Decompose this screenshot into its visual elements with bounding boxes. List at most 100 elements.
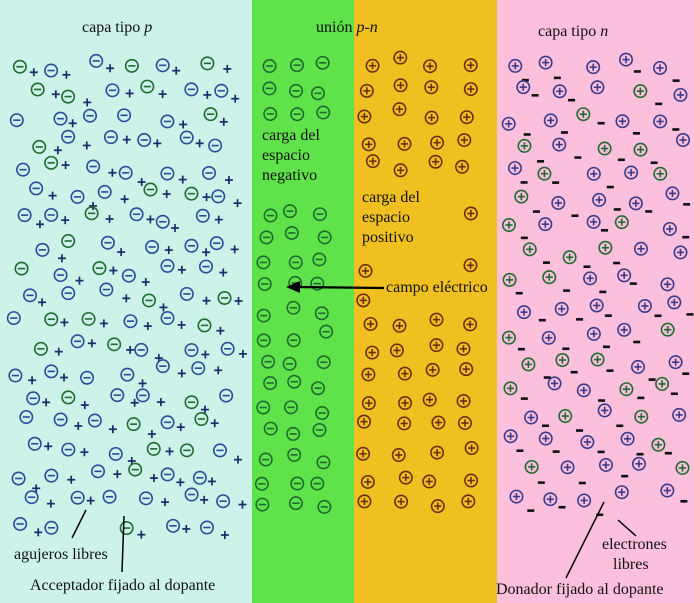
donor-ion bbox=[503, 429, 518, 444]
free-hole bbox=[141, 278, 150, 287]
free-hole bbox=[68, 119, 77, 128]
donor-ion bbox=[398, 470, 413, 485]
acceptor-ion bbox=[91, 464, 106, 479]
free-electron bbox=[602, 345, 610, 349]
acceptor-ion bbox=[197, 318, 212, 333]
donor-ion bbox=[555, 353, 570, 368]
free-electron bbox=[541, 424, 549, 428]
donor-ion bbox=[586, 326, 601, 341]
acceptor-ion bbox=[283, 400, 298, 415]
acceptor-ion bbox=[44, 520, 59, 535]
donor-ion bbox=[429, 312, 444, 327]
acceptor-ion bbox=[110, 388, 125, 403]
free-hole bbox=[126, 345, 135, 354]
acceptor-ion bbox=[312, 422, 327, 437]
donor-ion bbox=[653, 60, 668, 75]
donor-ion bbox=[363, 316, 378, 331]
acceptor-ion bbox=[286, 333, 301, 348]
acceptor-ion bbox=[9, 113, 24, 128]
free-electron bbox=[542, 261, 550, 264]
free-electron bbox=[537, 481, 545, 484]
donor-ion bbox=[358, 263, 373, 278]
acceptor-ion bbox=[203, 107, 218, 122]
acceptor-ion bbox=[263, 421, 278, 436]
electrons-pointer-line bbox=[617, 519, 637, 537]
donor-ion bbox=[357, 494, 372, 509]
acceptor-ion bbox=[184, 395, 199, 410]
acceptor-ion bbox=[124, 58, 139, 73]
donor-ion bbox=[430, 499, 445, 514]
free-hole bbox=[80, 401, 89, 410]
free-hole bbox=[179, 120, 188, 129]
acceptor-ion bbox=[27, 436, 42, 451]
free-electron bbox=[664, 451, 672, 455]
acceptor-ion bbox=[184, 238, 199, 253]
free-electron bbox=[672, 128, 680, 131]
free-electron bbox=[537, 160, 545, 163]
acceptor-ion bbox=[316, 455, 331, 470]
acceptor-ion bbox=[103, 130, 118, 145]
donor-ion bbox=[507, 161, 522, 176]
free-hole bbox=[146, 215, 155, 224]
free-electron bbox=[578, 481, 586, 485]
free-electron bbox=[648, 378, 656, 381]
acceptor-ion bbox=[220, 341, 235, 356]
free-electron bbox=[633, 340, 641, 344]
acceptor-ion bbox=[202, 165, 217, 180]
free-hole bbox=[160, 498, 169, 507]
donor-ion bbox=[614, 485, 629, 500]
free-hole bbox=[176, 478, 185, 487]
free-hole bbox=[230, 245, 239, 254]
donor-pointer-line bbox=[565, 501, 605, 579]
acceptor-ion bbox=[310, 476, 325, 491]
acceptor-ion bbox=[53, 111, 68, 126]
donor-ion bbox=[653, 166, 668, 181]
donor-ion bbox=[397, 366, 412, 381]
donor-ion bbox=[660, 483, 675, 498]
acceptor-ion bbox=[61, 442, 76, 457]
free-hole bbox=[51, 90, 60, 99]
negative-charge-label-1: carga del bbox=[262, 127, 320, 144]
acceptor-ion bbox=[141, 293, 156, 308]
donor-ion bbox=[464, 473, 479, 488]
donor-ion bbox=[422, 392, 437, 407]
acceptor-ion bbox=[44, 207, 59, 222]
donor-ion bbox=[517, 138, 532, 153]
acceptor-ion bbox=[263, 375, 278, 390]
acceptor-ion bbox=[214, 83, 229, 98]
acceptor-ion bbox=[146, 441, 161, 456]
free-hole bbox=[46, 499, 55, 508]
acceptor-ion bbox=[211, 189, 226, 204]
free-hole bbox=[202, 248, 211, 257]
acceptor-ion bbox=[123, 314, 138, 329]
acceptor-ion bbox=[33, 341, 48, 356]
donor-ion bbox=[637, 298, 652, 313]
donor-ion bbox=[501, 330, 516, 345]
donor-ion bbox=[357, 414, 372, 429]
free-hole bbox=[203, 90, 212, 99]
donor-ion bbox=[391, 448, 406, 463]
donor-ion bbox=[516, 80, 531, 95]
free-hole bbox=[109, 266, 118, 275]
donor-ion bbox=[538, 217, 553, 232]
donor-ion bbox=[619, 52, 634, 67]
free-hole bbox=[125, 89, 134, 98]
free-hole bbox=[149, 474, 158, 483]
free-electron bbox=[520, 397, 528, 400]
acceptor-ion bbox=[179, 130, 194, 145]
acceptor-ion bbox=[61, 234, 76, 249]
acceptor-pointer-line bbox=[121, 515, 125, 573]
acceptor-ion bbox=[35, 242, 50, 257]
acceptor-ion bbox=[140, 79, 155, 94]
acceptor-ion bbox=[311, 381, 326, 396]
free-electron bbox=[606, 369, 614, 372]
donor-ion bbox=[675, 460, 690, 475]
free-hole bbox=[147, 430, 156, 439]
donor-ion bbox=[660, 322, 675, 337]
free-hole bbox=[106, 64, 115, 73]
acceptor-ion bbox=[19, 410, 34, 425]
acceptor-ion bbox=[117, 108, 132, 123]
region-pos bbox=[354, 0, 497, 603]
free-hole bbox=[216, 326, 225, 335]
free-hole bbox=[231, 94, 240, 103]
